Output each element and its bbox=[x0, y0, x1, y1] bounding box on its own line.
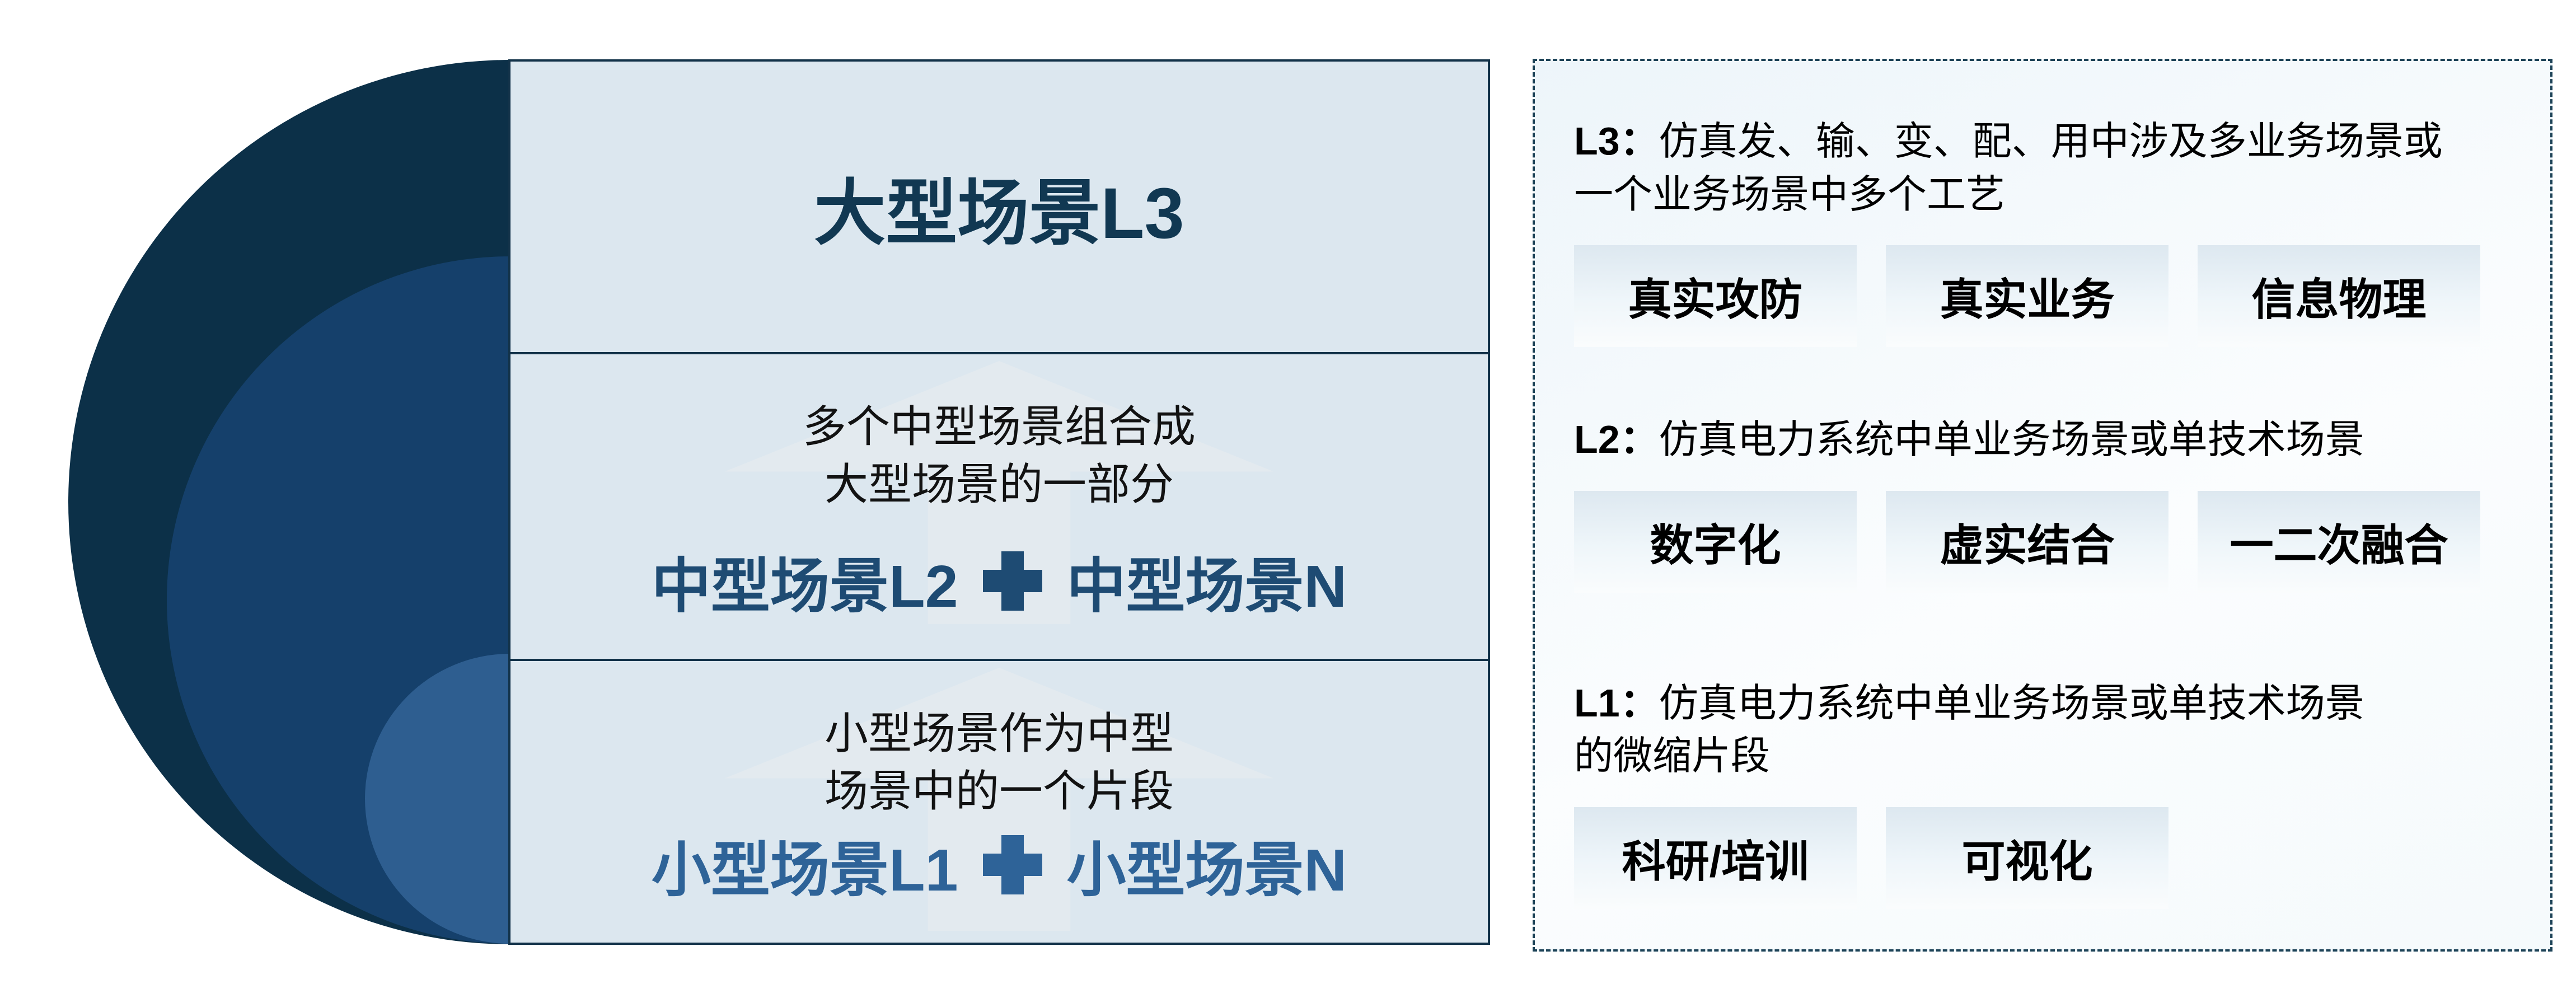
legend-l2-desc1: 仿真电力系统中单业务场景或单技术场景 bbox=[1659, 418, 2364, 461]
level1-title-left: 小型场景L1 bbox=[651, 837, 958, 903]
legend-l1-heading: L1：仿真电力系统中单业务场景或单技术场景 的微缩片段 bbox=[1574, 677, 2511, 783]
legend-l1-tags: 科研/培训 可视化 bbox=[1574, 807, 2511, 909]
legend-panel: L3：仿真发、输、变、配、用中涉及多业务场景或 一个业务场景中多个工艺 真实攻防… bbox=[1533, 59, 2552, 952]
legend-l3-desc1: 仿真发、输、变、配、用中涉及多业务场景或 bbox=[1659, 119, 2443, 163]
level2-caption: 多个中型场景组合成 大型场景的一部分 bbox=[803, 398, 1196, 513]
legend-l2-line1: L2：仿真电力系统中单业务场景或单技术场景 bbox=[1574, 413, 2511, 466]
level2-title-right: 中型场景N bbox=[1066, 554, 1347, 620]
tag-badge: 真实攻防 bbox=[1574, 245, 1857, 347]
legend-l3-heading: L3：仿真发、输、变、配、用中涉及多业务场景或 一个业务场景中多个工艺 bbox=[1574, 115, 2511, 221]
level2-title: 中型场景L2 中型场景N bbox=[652, 538, 1347, 624]
legend-section-l1: L1：仿真电力系统中单业务场景或单技术场景 的微缩片段 科研/培训 可视化 bbox=[1574, 677, 2511, 909]
legend-l1-line1: L1：仿真电力系统中单业务场景或单技术场景 bbox=[1574, 677, 2511, 730]
legend-l2-prefix: L2： bbox=[1574, 418, 1659, 461]
level2-caption-line1: 多个中型场景组合成 bbox=[802, 402, 1196, 451]
level2-caption-line2: 大型场景的一部分 bbox=[824, 459, 1174, 509]
level1-caption-line2: 场景中的一个片段 bbox=[824, 766, 1174, 816]
level1-title-right: 小型场景N bbox=[1066, 837, 1347, 903]
level-row-l3: 大型场景L3 bbox=[510, 62, 1488, 352]
plus-icon bbox=[982, 551, 1042, 611]
level-row-l2: 多个中型场景组合成 大型场景的一部分 中型场景L2 中型场景N bbox=[510, 352, 1488, 659]
tag-badge: 虚实结合 bbox=[1886, 490, 2168, 593]
legend-l1-prefix: L1： bbox=[1574, 681, 1659, 725]
legend-section-l3: L3：仿真发、输、变、配、用中涉及多业务场景或 一个业务场景中多个工艺 真实攻防… bbox=[1574, 115, 2511, 347]
level2-title-left: 中型场景L2 bbox=[651, 554, 958, 620]
level-row-l1: 小型场景作为中型 场景中的一个片段 小型场景L1 小型场景N bbox=[510, 659, 1488, 943]
tag-badge: 数字化 bbox=[1574, 490, 1857, 593]
tag-badge: 科研/培训 bbox=[1574, 807, 1857, 909]
level1-caption-line1: 小型场景作为中型 bbox=[824, 709, 1174, 758]
level1-caption: 小型场景作为中型 场景中的一个片段 bbox=[825, 705, 1174, 820]
legend-l2-heading: L2：仿真电力系统中单业务场景或单技术场景 bbox=[1574, 413, 2511, 466]
tag-badge: 真实业务 bbox=[1886, 245, 2168, 347]
legend-l3-desc2: 一个业务场景中多个工艺 bbox=[1574, 172, 2005, 216]
level1-title: 小型场景L1 小型场景N bbox=[652, 822, 1347, 908]
scene-level-stack: 大型场景L3 多个中型场景组合成 大型场景的一部分 中型场景L2 中型场景N 小… bbox=[508, 59, 1490, 945]
tag-badge: 可视化 bbox=[1886, 807, 2168, 909]
plus-icon bbox=[982, 835, 1042, 894]
legend-l2-tags: 数字化 虚实结合 一二次融合 bbox=[1574, 490, 2511, 593]
tag-badge: 信息物理 bbox=[2198, 245, 2480, 347]
legend-l1-desc2: 的微缩片段 bbox=[1574, 734, 1770, 777]
legend-l3-line1: L3：仿真发、输、变、配、用中涉及多业务场景或 bbox=[1574, 115, 2511, 168]
legend-l3-tags: 真实攻防 真实业务 信息物理 bbox=[1574, 245, 2511, 347]
legend-l3-prefix: L3： bbox=[1574, 119, 1659, 163]
legend-l1-desc1: 仿真电力系统中单业务场景或单技术场景 bbox=[1659, 681, 2364, 725]
level3-title: 大型场景L3 bbox=[814, 174, 1184, 254]
legend-section-l2: L2：仿真电力系统中单业务场景或单技术场景 数字化 虚实结合 一二次融合 bbox=[1574, 413, 2511, 593]
tag-badge: 一二次融合 bbox=[2198, 490, 2480, 593]
